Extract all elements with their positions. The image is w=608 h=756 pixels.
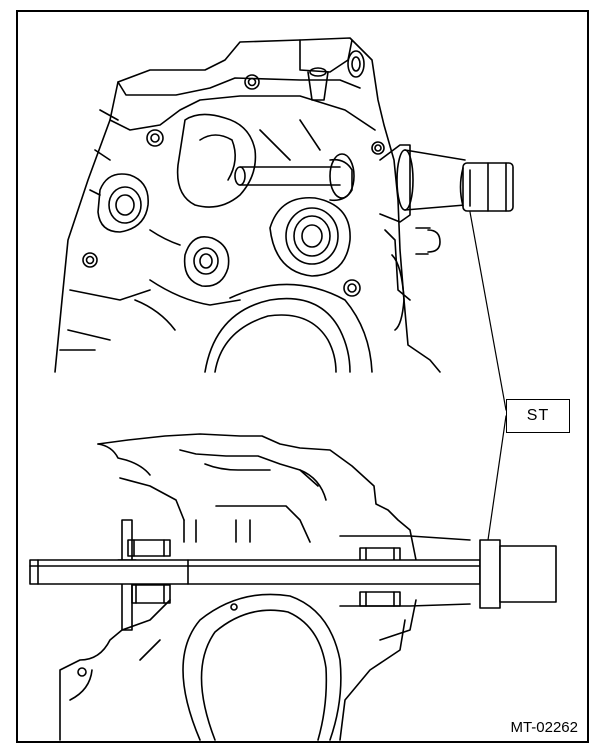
upper-case-view — [54, 37, 466, 373]
special-tool-upper — [459, 162, 514, 212]
lower-section-view — [29, 433, 481, 741]
special-tool-lower — [479, 539, 557, 609]
st-callout-label: ST — [506, 399, 570, 433]
callout-leaders — [469, 211, 507, 541]
figure-code: MT-02262 — [510, 719, 578, 736]
